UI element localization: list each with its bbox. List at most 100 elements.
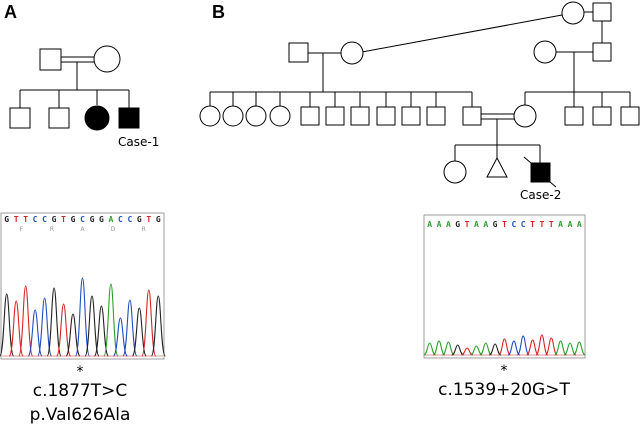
trace-peak [488,343,502,356]
sequence-base: T [61,215,66,224]
sequence-base: A [568,220,573,229]
pedigree-b-sibling [325,106,345,126]
pedigree-b [199,1,640,188]
pedigree-b-sibling [350,106,370,126]
sequence-base: A [108,215,113,224]
pedigree-b-sibling [401,106,421,126]
chromatogram-b-traces [423,334,586,356]
trace-peak [122,299,138,357]
pedigree-b-sister [443,160,467,184]
sequence-base: G [52,215,57,224]
sequence-base: G [71,215,76,224]
mutation-marker-b: * [501,363,508,379]
pedigree-b-sibling [564,106,584,126]
sequence-base: A [558,220,563,229]
chromatogram-a-frame [0,212,165,360]
trace-peak [18,285,34,357]
pedigree-b-sibling [620,106,640,126]
trace-peak [516,335,530,356]
pedigree-b-sibling [426,106,446,126]
sequence-base: C [42,215,47,224]
panel-a-label: A [4,2,17,22]
pedigree-b-grandmother-top [561,1,585,25]
trace-peak [56,303,72,357]
case-1-label: Case-1 [118,135,159,149]
sequence-base: C [80,215,85,224]
trace-peak [74,277,91,357]
sequence-base: G [99,215,104,224]
trace-peak [423,342,436,356]
amino-acid: A [80,226,85,233]
proband-arrow [523,156,532,164]
sequence-base: T [502,220,507,229]
sequence-base: G [137,215,142,224]
case-2-label: Case-2 [520,188,561,202]
sequence-base: T [465,220,470,229]
sequence-base: T [146,215,151,224]
cdna-change-b: c.1539+20G>T [438,380,570,400]
sequence-base: A [483,220,488,229]
pedigree-b-sibling [376,106,396,126]
sequence-base: T [549,220,554,229]
sequence-base: G [156,215,161,224]
trace-peak [479,342,493,356]
trace-peak [442,341,455,356]
sequence-base: A [437,220,442,229]
sequence-base: C [118,215,123,224]
sequence-base: A [446,220,451,229]
pedigree-b-proband-mother [513,104,537,128]
sequence-base: A [474,220,479,229]
trace-peak [150,295,166,357]
amino-acid: R [142,226,146,233]
pedigree-b-sibling [300,106,320,126]
sequence-base: G [455,220,460,229]
amino-acid: D [111,226,116,233]
pedigree-b-proband [530,162,551,183]
pedigree-b-left-mother [340,41,364,65]
sequence-base: A [577,220,582,229]
trace-peak [451,344,464,356]
trace-peak [535,334,549,356]
trace-peak [526,339,539,356]
pedigree-a-father [39,48,62,71]
pedigree-b-proband-father [462,106,482,126]
sequence-base: G [4,215,9,224]
pedigree-b-grandfather-top [592,2,612,22]
pedigree-a [9,45,140,131]
chromatogram-a-traces [0,277,166,357]
pedigree-a-child-1 [9,107,31,129]
mutation-marker-a: * [77,364,84,380]
amino-acid: R [50,226,54,233]
pedigree-a-child-2 [48,107,70,129]
amino-acid: F [20,226,24,233]
trace-peak [131,307,147,357]
chromatogram-b-frame [423,214,586,359]
trace-peak [432,340,446,356]
trace-peak [112,317,128,357]
sequence-base: T [530,220,535,229]
sequence-base: C [127,215,132,224]
trace-peak [141,289,157,357]
pedigree-b-sibling [199,105,221,127]
pedigree-b-right-mother [533,40,557,64]
sequence-base: T [23,215,28,224]
trace-peak [93,305,109,357]
sequence-base: G [90,215,95,224]
trace-peak [563,342,577,356]
sequence-base: C [521,220,526,229]
pedigree-b-sibling [245,105,267,127]
trace-peak [37,297,53,357]
sequence-base: G [493,220,498,229]
sequence-base: C [511,220,516,229]
trace-peak [573,341,586,356]
panel-b-label: B [212,2,225,22]
trace-peak [470,345,483,356]
sequence-base: T [539,220,544,229]
pedigree-b-sibling [222,105,244,127]
trace-peak [8,300,24,357]
trace-peak [460,347,474,356]
pedigree-b-right-father [592,42,612,62]
